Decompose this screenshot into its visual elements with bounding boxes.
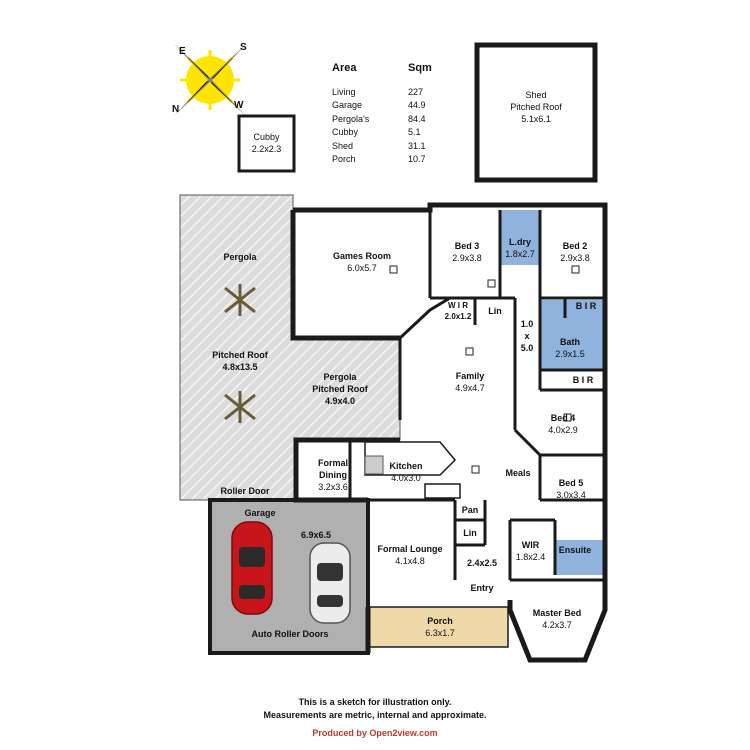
table-row: Porch 10.7 (332, 153, 458, 167)
interior-walls (293, 210, 605, 607)
light-point-icon (389, 265, 580, 474)
formal-dining-label: Formal Dining 3.2x3.6 (317, 458, 348, 492)
bir-top-label: B I R (575, 301, 597, 311)
area-sqm: 227 (408, 86, 424, 97)
table-row: Cubby 5.1 (332, 126, 458, 140)
area-name: Porch (332, 154, 356, 164)
auto-roller-doors-label: Auto Roller Doors (251, 629, 329, 639)
shed-label: Shed Pitched Roof 5.1x6.1 (510, 90, 562, 124)
area-header: Area (332, 62, 357, 74)
white-car-icon (309, 542, 351, 624)
table-row: Shed 31.1 (332, 140, 458, 154)
disclaimer-line-1: This is a sketch for illustration only. (298, 697, 452, 707)
area-name: Cubby (332, 127, 359, 137)
formal-lounge-label: Formal Lounge 4.1x4.8 (377, 544, 443, 566)
ceiling-fan-icon (224, 391, 256, 423)
bath-floor (540, 300, 605, 370)
lin-top-label: Lin (488, 306, 502, 316)
entry-dim-label: 2.4x2.5 (466, 558, 498, 568)
laundry-label: L.dry 1.8x2.7 (505, 237, 535, 259)
area-name: Pergola's (332, 113, 370, 124)
compass-west-label: W (234, 100, 244, 111)
cubby-label: Cubby 2.2x2.3 (251, 132, 282, 154)
garage-dim-label: 6.9x6.5 (300, 530, 332, 540)
bed2-label: Bed 2 2.9x3.8 (560, 241, 590, 263)
bath-label: Bath 2.9x1.5 (555, 337, 585, 359)
roller-door-label: Roller Door (220, 486, 270, 496)
table-row: Pergola's 84.4 (332, 113, 458, 127)
area-sqm: 5.1 (408, 127, 421, 137)
hall-label: 1.0 x 5.0 (520, 319, 534, 353)
pergola-main-label: Pergola (223, 252, 257, 262)
porch-label: Porch 6.3x1.7 (425, 616, 455, 638)
lin-bottom-label: Lin (463, 528, 477, 538)
area-name: Living (332, 86, 356, 97)
red-car-icon (231, 521, 273, 615)
area-table-header: Area Sqm (332, 62, 458, 76)
bed5-label: Bed 5 3.0x3.4 (556, 478, 586, 500)
disclaimer-line-2: Measurements are metric, internal and ap… (263, 710, 487, 720)
laundry-floor (500, 210, 540, 265)
pantry-label: Pan (461, 505, 479, 515)
family-label: Family 4.9x4.7 (455, 371, 485, 393)
wir-small-label: W I R 2.0x1.2 (444, 301, 472, 321)
kitchen-bench (364, 441, 461, 499)
table-row: Living 227 (332, 86, 458, 100)
area-sqm: 44.9 (408, 100, 426, 110)
master-bed-label: Master Bed 4.2x3.7 (532, 608, 582, 630)
area-sqm: 31.1 (408, 140, 426, 151)
compass-east-label: E (179, 46, 186, 57)
compass-north-label: N (172, 104, 180, 115)
area-sqm: 84.4 (408, 113, 426, 124)
wir-large-label: WIR 1.8x2.4 (515, 540, 546, 562)
table-row: Garage 44.9 (332, 99, 458, 113)
area-name: Shed (332, 140, 354, 151)
ensuite-floor (555, 540, 605, 575)
bed4-label: Bed 4 4.0x2.9 (548, 413, 578, 435)
compass-icon (174, 44, 246, 116)
pergola-main-roof-label: Pitched Roof 4.8x13.5 (212, 350, 268, 372)
sqm-header: Sqm (408, 62, 432, 74)
pergola-small-label: Pergola Pitched Roof 4.9x4.0 (312, 372, 368, 406)
entry-label: Entry (470, 583, 494, 593)
meals-label: Meals (505, 468, 531, 478)
kitchen-label: Kitchen 4.0x3.0 (389, 461, 423, 483)
shed-outline (474, 42, 598, 183)
porch-floor (367, 606, 509, 648)
bir-bottom-label: B I R (572, 375, 594, 385)
games-room-label: Games Room 6.0x5.7 (332, 251, 392, 273)
area-sqm: 10.7 (408, 154, 426, 164)
credit-link[interactable]: Produced by Open2view.com (312, 728, 438, 738)
garage-label: Garage (244, 508, 276, 518)
bed3-label: Bed 3 2.9x3.8 (452, 241, 482, 263)
compass-south-label: S (240, 42, 247, 53)
ceiling-fan-icon (224, 284, 256, 316)
cubby-outline (237, 114, 296, 173)
area-name: Garage (332, 100, 363, 110)
ensuite-label: Ensuite (558, 545, 592, 555)
area-table: Area Sqm Living 227 Garage 44.9 Pergola's 84… (332, 62, 458, 167)
